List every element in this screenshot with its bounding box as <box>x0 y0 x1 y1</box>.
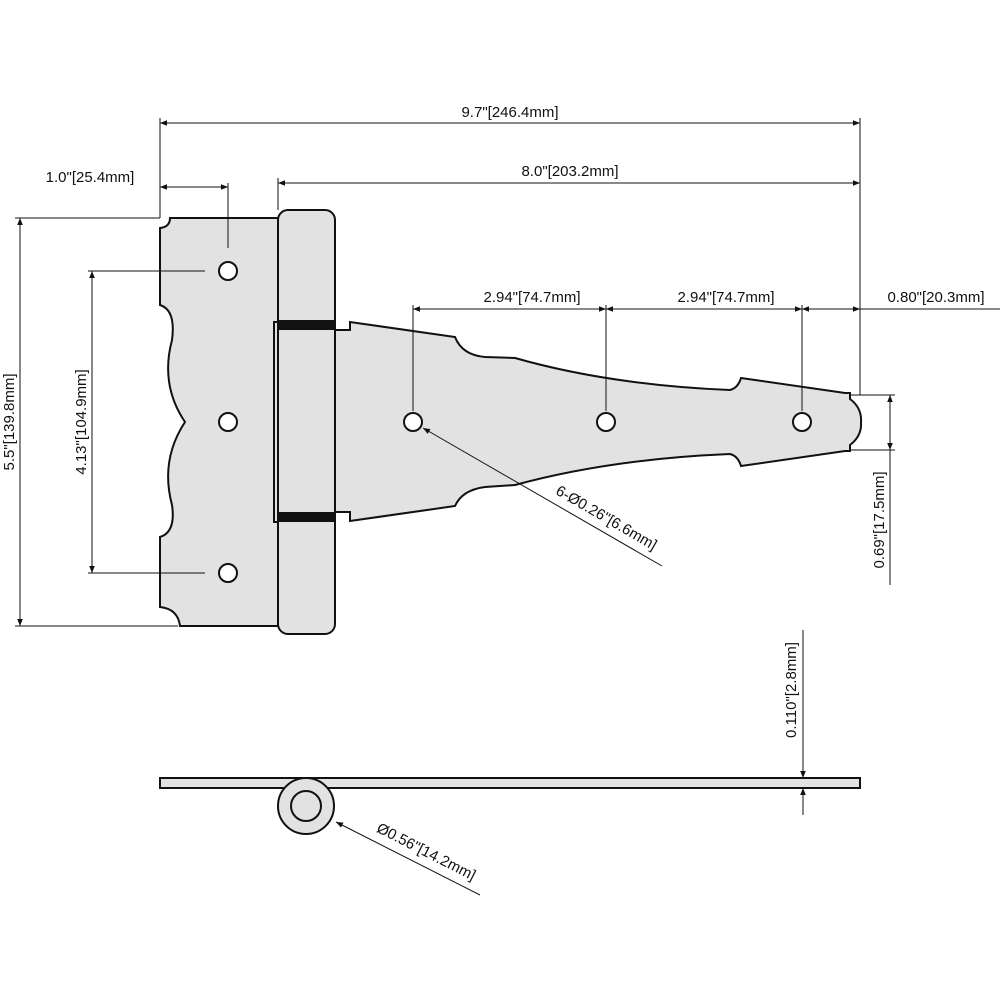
strap-tab <box>273 321 279 523</box>
overall-length-label: 9.7"[246.4mm] <box>461 104 558 121</box>
thickness-label: 0.110"[2.8mm] <box>783 642 800 738</box>
hole-callout-label: 6-Ø0.26"[6.6mm] <box>553 482 660 554</box>
hinge-top-view <box>159 209 863 635</box>
strap-hole <box>403 412 423 432</box>
strap-end-offset-label: 0.80"[20.3mm] <box>887 289 984 306</box>
strap-hole <box>792 412 812 432</box>
strap-hole <box>596 412 616 432</box>
knuckle-pin <box>290 790 322 822</box>
knuckle-band-top <box>278 320 335 330</box>
knuckle <box>277 209 336 635</box>
hinge-side-view: 0.110"[2.8mm] Ø0.56"[14.2mm] <box>159 630 861 896</box>
leaf-hole-spacing-label: 4.13"[104.9mm] <box>73 369 90 474</box>
leaf-hole <box>218 563 238 583</box>
leaf-height-label: 5.5"[139.8mm] <box>1 373 18 470</box>
dimension-labels: 9.7"[246.4mm] 8.0"[203.2mm] 1.0"[25.4mm]… <box>1 104 985 569</box>
strap-length-label: 8.0"[203.2mm] <box>521 163 618 180</box>
leaf-hole-offset-label: 1.0"[25.4mm] <box>46 169 135 186</box>
knuckle-band-bottom <box>278 512 335 522</box>
strap-tip-width-label: 0.69"[17.5mm] <box>871 471 888 568</box>
dimension-lines <box>15 118 1000 627</box>
strap-hole-spacing-1-label: 2.94"[74.7mm] <box>483 289 580 306</box>
side-plate <box>159 777 861 789</box>
strap-hole-spacing-2-label: 2.94"[74.7mm] <box>677 289 774 306</box>
leaf-hole <box>218 261 238 281</box>
knuckle-diameter-label: Ø0.56"[14.2mm] <box>374 820 479 885</box>
leaf-hole <box>218 412 238 432</box>
